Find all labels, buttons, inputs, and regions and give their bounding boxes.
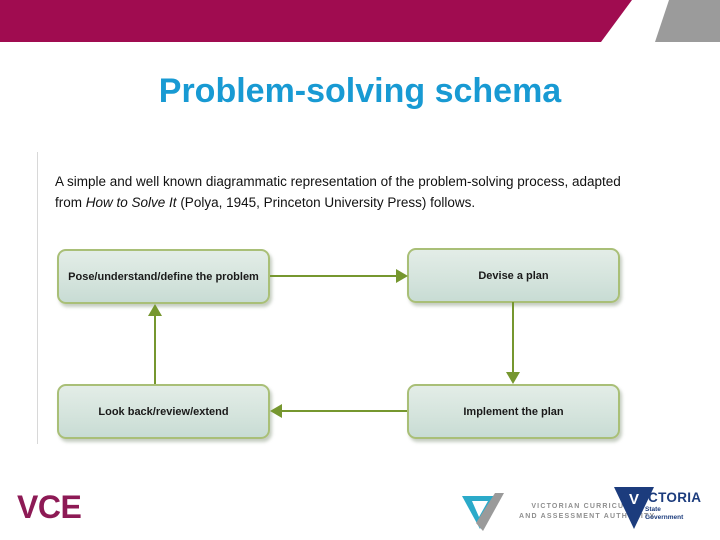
connector-pose-to-devise	[270, 275, 397, 277]
vcaa-logo: VICTORIAN CURRICULUM AND ASSESSMENT AUTH…	[461, 492, 655, 532]
connector-devise-to-implement	[512, 302, 514, 373]
intro-line2-pre: from	[55, 195, 86, 210]
vcaa-checkmark-icon	[462, 493, 504, 531]
victoria-subtext-line2: Government	[645, 513, 684, 521]
victoria-subtext: State Government	[645, 506, 683, 521]
arrow-left-icon	[270, 404, 282, 418]
vcaa-logo-line1: VICTORIAN CURRICULUM	[531, 503, 644, 510]
arrow-down-icon	[506, 372, 520, 384]
flow-node-pose: Pose/understand/define the problem	[57, 249, 270, 304]
header-accent-magenta	[0, 0, 632, 42]
intro-line2-post: (Polya, 1945, Princeton University Press…	[176, 195, 476, 210]
connector-implement-to-lookback	[282, 410, 407, 412]
vce-logo: VCE	[17, 489, 82, 525]
vcaa-logo-line2: AND ASSESSMENT AUTHORITY	[519, 513, 656, 520]
vcaa-logo-text: VICTORIAN CURRICULUM AND ASSESSMENT AUTH…	[519, 502, 655, 522]
flow-node-lookback-label: Look back/review/extend	[98, 405, 229, 418]
victoria-state-government-logo: V ICTORIA State Government	[614, 487, 720, 537]
flow-node-lookback: Look back/review/extend	[57, 384, 270, 439]
page-title: Problem-solving schema	[158, 72, 562, 110]
flow-node-devise-label: Devise a plan	[478, 269, 549, 282]
victoria-triangle-v-letter: V	[629, 491, 639, 508]
victoria-triangle-icon: V	[614, 487, 654, 529]
flow-node-pose-label: Pose/understand/define the problem	[68, 270, 259, 283]
figure-edge-line	[37, 152, 38, 444]
flow-node-implement: Implement the plan	[407, 384, 620, 439]
arrow-up-icon	[148, 304, 162, 316]
victoria-wordmark: ICTORIA	[644, 490, 702, 505]
connector-lookback-to-pose	[154, 316, 156, 384]
intro-line1: A simple and well known diagrammatic rep…	[55, 174, 621, 189]
intro-book-title: How to Solve It	[85, 195, 177, 210]
intro-paragraph: A simple and well known diagrammatic rep…	[55, 171, 655, 213]
arrow-right-icon	[396, 269, 408, 283]
flow-node-devise: Devise a plan	[407, 248, 620, 303]
flow-node-implement-label: Implement the plan	[463, 405, 564, 418]
victoria-subtext-line1: State	[645, 506, 661, 513]
